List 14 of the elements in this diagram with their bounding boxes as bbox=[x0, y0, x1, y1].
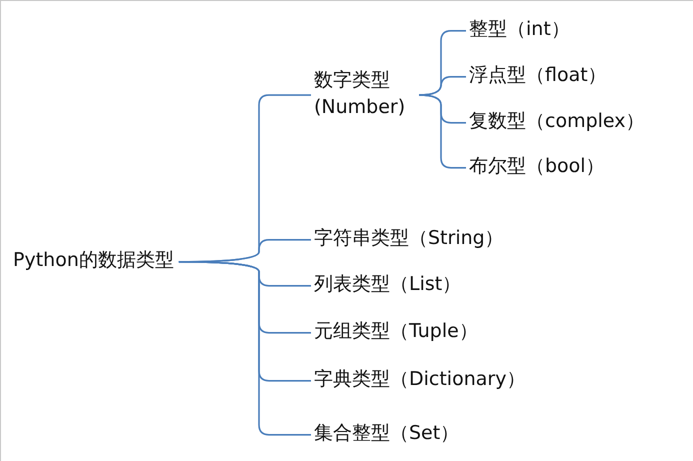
type-label: 整型（int） bbox=[469, 16, 570, 44]
brace-connector bbox=[178, 260, 311, 436]
type-label: 元组类型（Tuple） bbox=[314, 318, 478, 346]
type-label: 布尔型（bool） bbox=[469, 153, 605, 181]
type-label: 浮点型（float） bbox=[469, 62, 607, 90]
brace-connector bbox=[418, 76, 466, 96]
brace-connector bbox=[418, 94, 466, 169]
type-label: 数字类型 (Number) bbox=[314, 66, 414, 122]
type-label: 复数型（complex） bbox=[469, 108, 645, 136]
type-label: 集合整型（Set） bbox=[314, 420, 460, 448]
type-label: 列表类型（List） bbox=[314, 271, 462, 299]
type-label: 字符串类型（String） bbox=[314, 225, 504, 253]
type-label: Python的数据类型 bbox=[13, 247, 174, 275]
type-label: 字典类型（Dictionary） bbox=[314, 366, 526, 394]
